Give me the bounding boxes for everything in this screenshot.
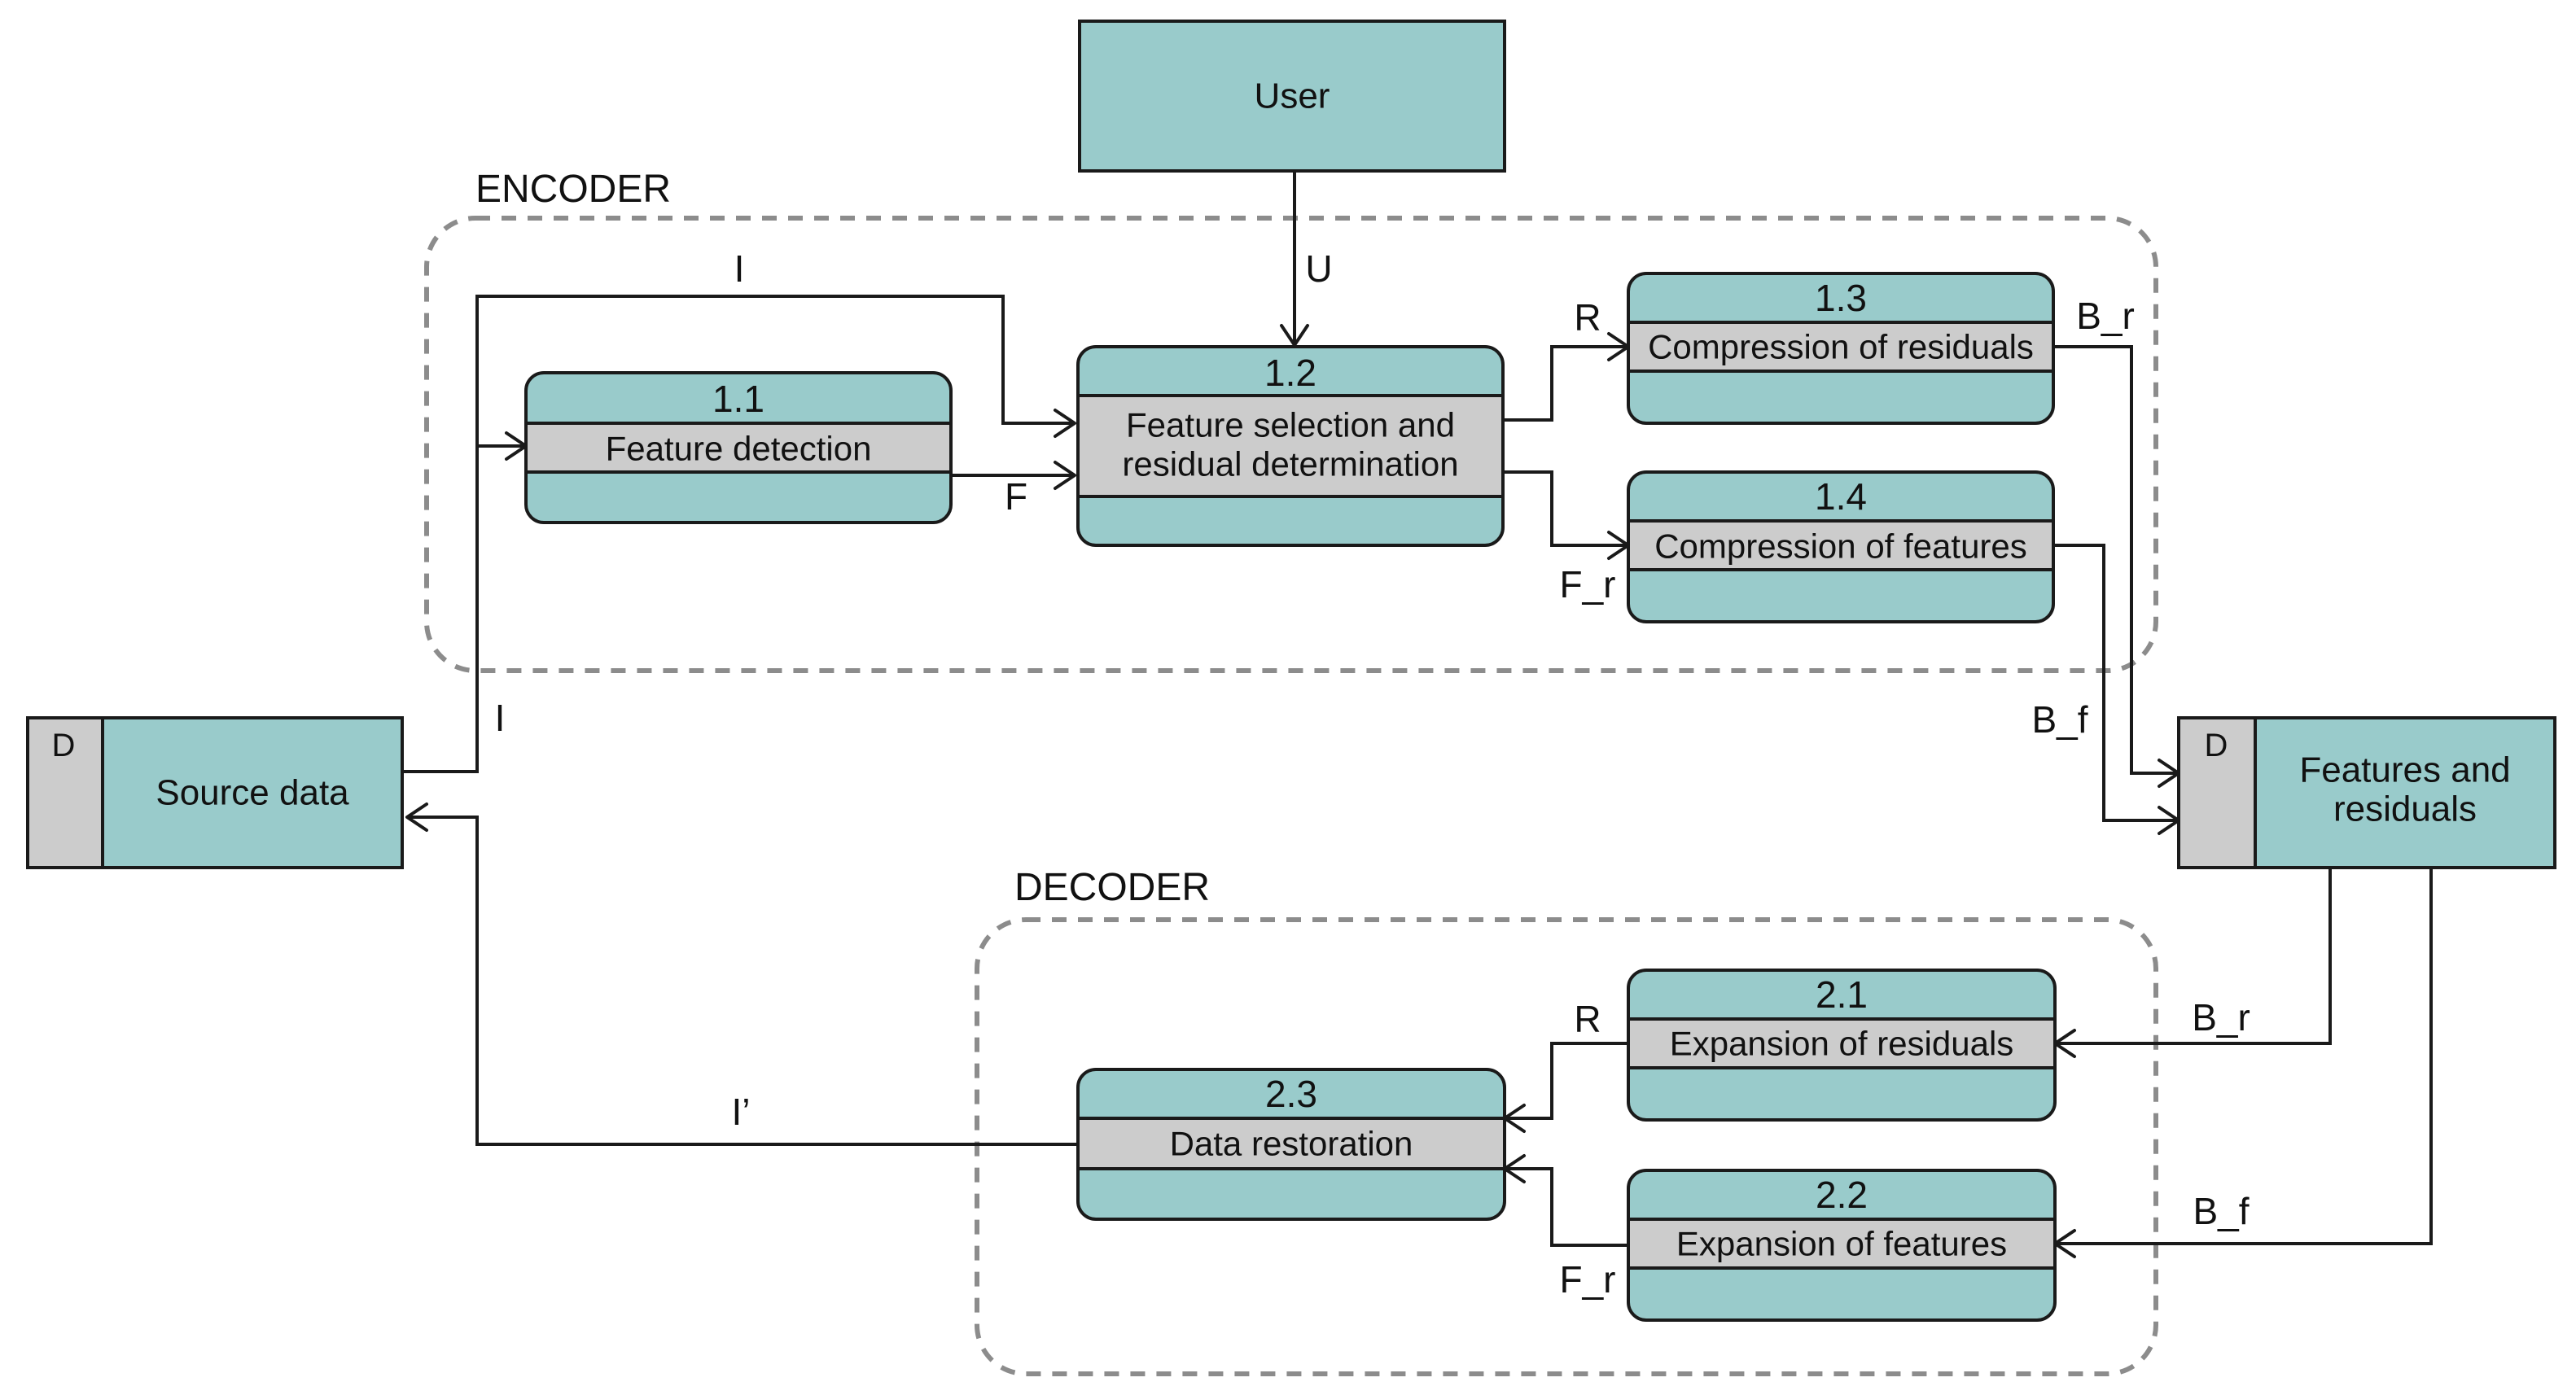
flow-2-3-to-source: [407, 816, 1078, 1146]
flow-label-f: F: [1005, 475, 1027, 518]
user-box: [1078, 20, 1506, 173]
process-1-1: 1.1 Feature detection: [524, 371, 953, 524]
process-title: Expansion of features: [1676, 1225, 2007, 1263]
decoder-group: DECODER: [975, 866, 2158, 1376]
arrowhead: [1054, 409, 1076, 438]
flow-store-to-2-1: [2055, 869, 2332, 1045]
process-title: Compression of features: [1654, 527, 2027, 566]
process-1-3: 1.3 Compression of residuals: [1627, 272, 2055, 425]
flow-1-4-to-store: [2053, 544, 2179, 822]
flow-label-fr-encoder: F_r: [1560, 563, 1616, 606]
process-title-band: [1076, 394, 1505, 498]
flow-store-to-2-2: [2055, 869, 2433, 1245]
arrowhead: [405, 802, 428, 832]
process-1-2: 1.2 Feature selection and residual deter…: [1076, 345, 1505, 547]
process-id: 2.3: [1265, 1073, 1317, 1115]
process-title-line1: Feature selection and: [1126, 406, 1455, 444]
process-2-2: 2.2 Expansion of features: [1627, 1169, 2057, 1322]
process-id: 1.1: [712, 378, 764, 420]
encoder-group: ENCODER: [424, 168, 2158, 673]
data-store-source: D Source data: [26, 716, 404, 869]
flow-label-i-prime: I’: [732, 1091, 751, 1133]
store-id-cell: [26, 716, 104, 869]
process-id: 1.2: [1264, 352, 1316, 394]
flow-label-u: U: [1305, 247, 1332, 290]
data-store-features: D Features and residuals: [2177, 716, 2556, 869]
process-title-band: [524, 422, 953, 474]
store-name: Source data: [156, 773, 349, 813]
encoder-label: ENCODER: [475, 168, 671, 211]
process-title-band: [1627, 519, 2055, 571]
flow-label-fr-decoder: F_r: [1560, 1258, 1616, 1301]
process-id: 1.4: [1815, 475, 1867, 518]
process-title: Compression of residuals: [1648, 328, 2034, 366]
flow-2-2-to-2-3: [1505, 1167, 1628, 1247]
external-entity-user: User: [1078, 20, 1506, 173]
encoder-boundary: [424, 216, 2158, 673]
flow-1-2-to-1-3: [1503, 345, 1628, 422]
store-tag: D: [52, 728, 76, 763]
flow-1-3-to-store: [2053, 345, 2179, 775]
process-title-line2: residual determination: [1122, 445, 1458, 483]
flow-labels: I U F R F_r B_r B_f I B_r B_f R F_r I’: [495, 247, 2250, 1301]
process-2-3: 2.3 Data restoration: [1076, 1068, 1506, 1221]
flow-label-i-top: I: [734, 247, 745, 290]
process-title-band: [1627, 1218, 2057, 1270]
store-body: [101, 716, 404, 869]
flow-label-i-source: I: [495, 697, 506, 739]
process-title-band: [1627, 321, 2055, 373]
process-title: Feature detection: [606, 430, 872, 468]
process-id: 1.3: [1815, 277, 1867, 319]
flow-2-1-to-2-3: [1505, 1042, 1628, 1120]
flow-1-2-to-1-4: [1503, 470, 1628, 547]
flow-label-r-encoder: R: [1574, 296, 1601, 339]
flow-label-bf-decoder: B_f: [2193, 1190, 2249, 1232]
decoder-label: DECODER: [1014, 866, 1210, 909]
process-title: Expansion of residuals: [1670, 1025, 2014, 1063]
decoder-boundary: [975, 917, 2158, 1376]
flow-source-out: [402, 295, 1075, 773]
store-name-line1: Features and: [2299, 750, 2510, 790]
flow-label-r-decoder: R: [1574, 998, 1601, 1040]
process-2-1: 2.1 Expansion of residuals: [1627, 969, 2057, 1122]
process-title: Data restoration: [1170, 1125, 1413, 1163]
process-title-band: [1076, 1117, 1506, 1170]
store-body: [2254, 716, 2556, 869]
process-title-band: [1627, 1017, 2057, 1069]
process-id: 2.1: [1816, 973, 1868, 1016]
user-label: User: [1255, 77, 1330, 116]
store-name-line2: residuals: [2333, 789, 2477, 829]
store-tag: D: [2205, 728, 2228, 763]
flow-label-bf-encoder: B_f: [2031, 698, 2088, 741]
arrowhead: [1054, 461, 1076, 490]
process-id: 2.2: [1816, 1174, 1868, 1216]
flow-lines: [402, 171, 2433, 1247]
flow-label-br-decoder: B_r: [2192, 996, 2250, 1039]
process-1-4: 1.4 Compression of features: [1627, 470, 2055, 623]
flow-label-br-encoder: B_r: [2076, 295, 2135, 337]
